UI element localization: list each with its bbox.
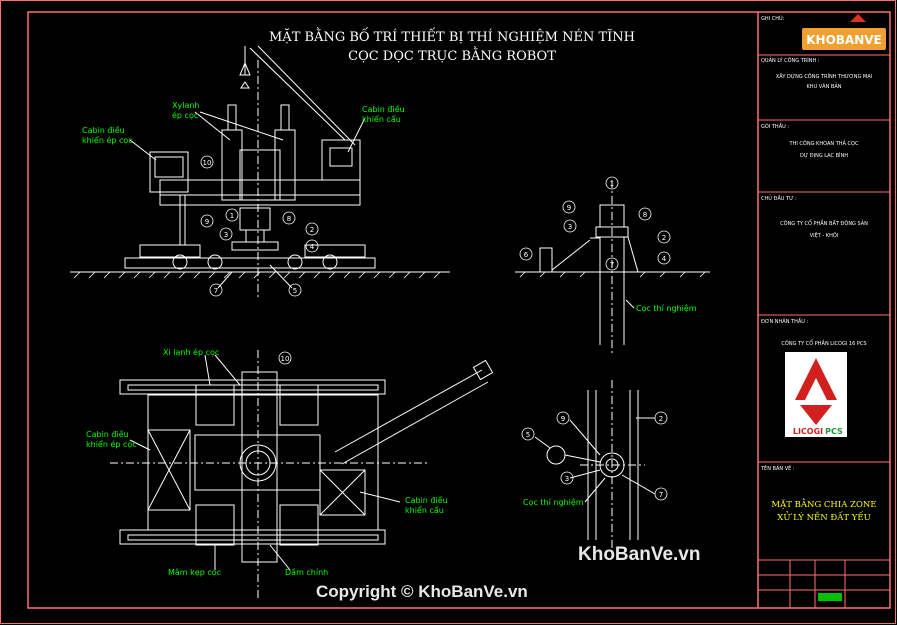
label-cabin-ep-plan-2: khiển ép cọc bbox=[86, 439, 137, 449]
label-cabin-cau-plan-2: khiển cẩu bbox=[405, 505, 444, 515]
licogi-logo: LICOGI PCS bbox=[785, 352, 847, 437]
tb-goi-thau-1: THI CÔNG KHOAN THẢ CỌC bbox=[789, 139, 859, 147]
clamp-callout-9: 9 bbox=[561, 415, 565, 423]
tb-don-vi: ĐƠN NHÂN THẦU : bbox=[761, 317, 809, 325]
callout-7: 7 bbox=[214, 287, 218, 295]
tb-don-vi-text: CÔNG TY CỔ PHẦN LICOGI 16 PCS bbox=[781, 339, 866, 347]
sec-callout-1: 1 bbox=[610, 180, 614, 188]
plan-callout: 10 bbox=[278, 351, 292, 365]
sec-callout-6: 6 bbox=[524, 251, 529, 259]
clamp-callout-3: 3 bbox=[565, 475, 569, 483]
title-line1: MẶT BẰNG BỐ TRÍ THIẾT BỊ THÍ NGHIỆM NÉN … bbox=[269, 27, 635, 45]
tb-ghi-chu: GHI CHÚ: bbox=[761, 15, 785, 22]
sec-callout-4: 4 bbox=[662, 255, 667, 263]
label-ep-coc: ép cọc bbox=[172, 110, 198, 120]
clamp-callout-5: 5 bbox=[526, 431, 530, 439]
label-cabin-cau-2: khiển cẩu bbox=[362, 114, 401, 124]
tb-chu-dau-tu-1: CÔNG TY CỔ PHẦN BẤT ĐỘNG SẢN bbox=[780, 219, 868, 227]
title-block-text: GHI CHÚ: QUẢN LÝ CÔNG TRÌNH : XÂY DỰNG C… bbox=[760, 15, 872, 472]
plan-callout-10: 10 bbox=[281, 355, 290, 363]
drawing-name-2: XỬ LÝ NỀN ĐẤT YẾU bbox=[777, 510, 870, 523]
robot-plan bbox=[110, 350, 494, 600]
plan-labels: Xi lanh ép cọc Cabin điều khiển ép cọc C… bbox=[86, 347, 448, 577]
label-cabin-ep-plan: Cabin điều bbox=[86, 429, 129, 439]
label-cabin-ep-2: khiển ép cọc bbox=[82, 135, 133, 145]
callout-10: 10 bbox=[203, 159, 212, 167]
tb-goi-thau: GÓI THẦU : bbox=[761, 122, 789, 130]
label-xi-lanh: Xi lanh ép cọc bbox=[163, 347, 219, 357]
sec-callout-2: 2 bbox=[662, 234, 666, 242]
label-cabin-ep: Cabin điều bbox=[82, 125, 125, 135]
title-block bbox=[758, 54, 890, 608]
label-dam-chinh: Dầm chính bbox=[285, 567, 328, 577]
licogi-text-pcs: PCS bbox=[825, 427, 843, 436]
elevation-callouts: 10 1 8 9 3 2 4 7 5 bbox=[200, 155, 319, 297]
clamp-callout-2: 2 bbox=[659, 415, 663, 423]
tb-quan-ly: QUẢN LÝ CÔNG TRÌNH : bbox=[761, 56, 820, 64]
sec-callout-9: 9 bbox=[567, 204, 571, 212]
tb-chu-dau-tu: CHỦ ĐẦU TƯ : bbox=[761, 194, 797, 202]
pile-section bbox=[515, 180, 710, 355]
tb-ten-ban-ve: TÊN BẢN VẼ : bbox=[760, 464, 795, 472]
khobanve-logo-text: KHOBANVE bbox=[806, 33, 882, 47]
label-mam-kep: Mâm kẹp cọc bbox=[168, 568, 221, 577]
callout-3: 3 bbox=[224, 231, 228, 239]
sec-callout-7: 7 bbox=[610, 261, 614, 269]
label-cabin-cau: Cabin điều bbox=[362, 104, 405, 114]
label-xylanh: Xylanh bbox=[172, 101, 199, 110]
tb-quan-ly-1: XÂY DỰNG CÔNG TRÌNH THƯƠNG MẠI bbox=[776, 73, 872, 80]
sec-callout-3: 3 bbox=[568, 223, 572, 231]
callout-8: 8 bbox=[287, 215, 291, 223]
callout-1: 1 bbox=[230, 212, 234, 220]
callout-2: 2 bbox=[310, 226, 314, 234]
label-coc-thi-nghiem-bottom: Cọc thí nghiệm bbox=[523, 497, 584, 507]
robot-elevation bbox=[70, 45, 450, 300]
tb-goi-thau-2: DỰ ĐỊNG LẠC BÌNH bbox=[800, 152, 848, 159]
clamp-plan bbox=[534, 380, 656, 555]
tb-quan-ly-2: KHU VĂN BẢN bbox=[806, 82, 841, 90]
callout-4: 4 bbox=[310, 243, 315, 251]
drawing-frame bbox=[27, 11, 891, 609]
watermark-site: KhoBanVe.vn bbox=[578, 544, 701, 565]
khobanve-logo: KHOBANVE bbox=[802, 14, 886, 50]
elevation-labels: Xylanh ép cọc Cabin điều khiển cẩu Cabin… bbox=[82, 101, 405, 145]
clamp-callouts: 5 9 2 3 7 bbox=[521, 411, 668, 501]
label-coc-thi-nghiem-top: Cọc thí nghiệm bbox=[636, 303, 697, 313]
callout-9: 9 bbox=[205, 218, 209, 226]
licogi-text: LICOGI bbox=[793, 427, 823, 436]
drawing-name-1: MẶT BẰNG CHIA ZONE bbox=[771, 497, 876, 510]
title-line2: CỌC DỌC TRỤC BẰNG ROBOT bbox=[348, 46, 556, 64]
callout-5: 5 bbox=[293, 287, 297, 295]
clamp-callout-7: 7 bbox=[659, 491, 663, 499]
section-callouts: 1 9 8 3 2 6 7 4 bbox=[519, 176, 671, 271]
label-cabin-cau-plan: Cabin điều bbox=[405, 495, 448, 505]
sheet-number-box bbox=[818, 593, 842, 601]
watermark-copyright: Copyright © KhoBanVe.vn bbox=[316, 582, 528, 601]
tb-chu-dau-tu-2: VIỆT - KHÔI bbox=[810, 231, 839, 239]
sec-callout-8: 8 bbox=[643, 211, 647, 219]
